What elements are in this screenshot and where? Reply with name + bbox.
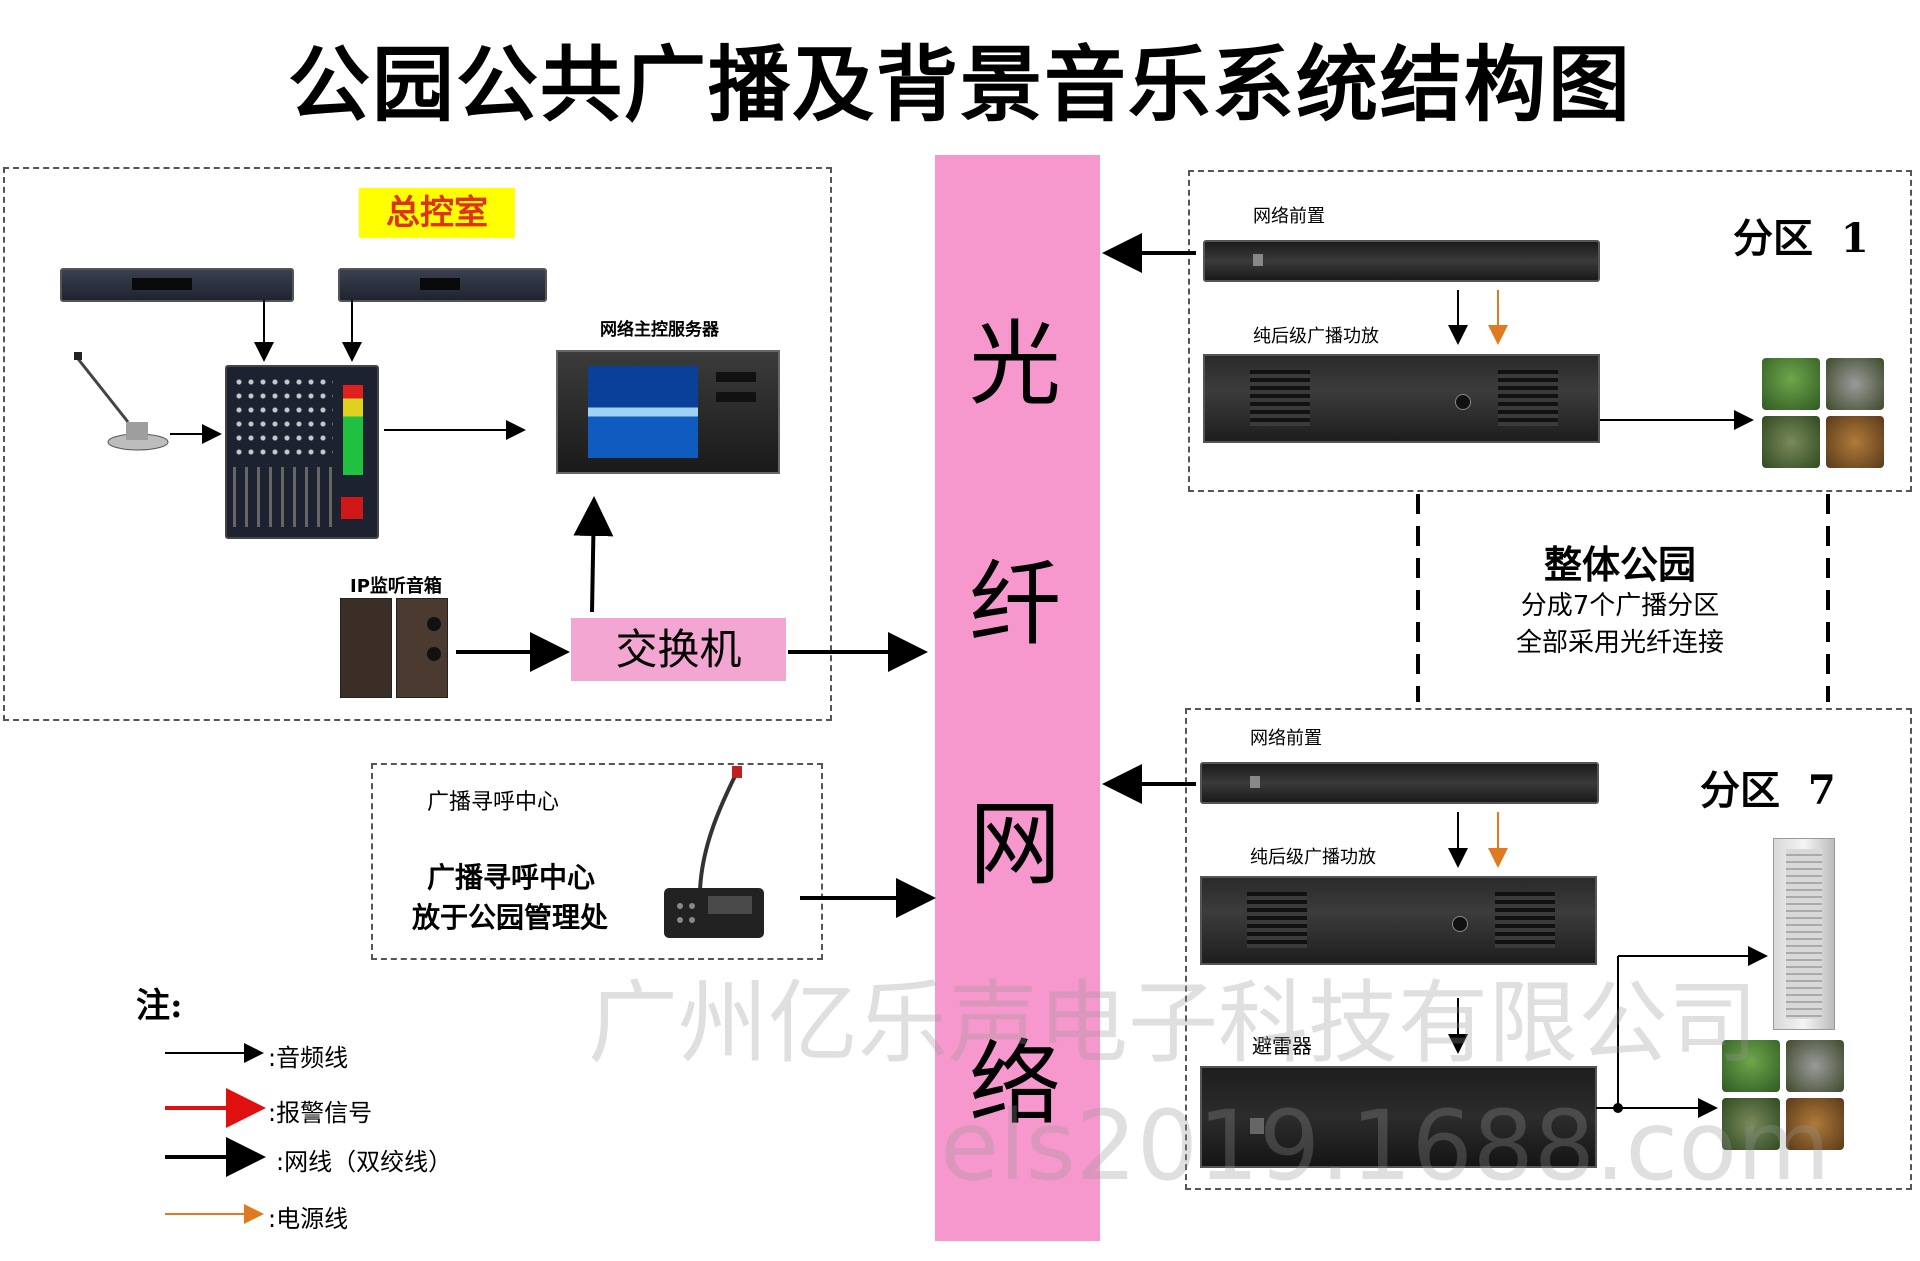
server-screen [588,366,698,458]
paging-center-line2: 放于公园管理处 [412,901,609,934]
amp-grille [1495,892,1555,948]
zone1-preamp-label: 网络前置 [1253,206,1325,227]
zone1-title: 分区 1 [1733,215,1869,262]
column-speaker-icon [1773,838,1835,1030]
mushroom-speaker [1722,1040,1780,1092]
zone1-amp-label: 纯后级广播功放 [1253,326,1379,347]
display-panel [420,278,460,290]
server-label: 网络主控服务器 [600,320,719,340]
zone7-amp-label: 纯后级广播功放 [1250,847,1376,868]
switch-box: 交换机 [571,618,786,681]
zone7-title: 分区 7 [1700,767,1836,814]
animal-speaker [1786,1040,1844,1092]
red-buttons [341,497,363,519]
speaker-left [340,598,392,698]
speaker-driver [427,647,441,661]
knob-rows [233,375,333,455]
amp-knob [1455,394,1471,410]
zone7-speakers-icon [1722,1040,1850,1152]
microphone-icon [70,352,170,452]
zone7-surge-protector-icon [1200,1066,1597,1168]
power-switch [1250,1118,1264,1134]
zone1-preamp-icon [1203,240,1600,282]
control-room-links [170,300,936,918]
animal-speaker [1826,358,1884,410]
fiber-network-band [935,155,1100,1241]
faders [233,467,333,527]
speaker-slots [1786,849,1822,1019]
park-summary-line2: 全部采用光纤连接 [1515,628,1724,658]
server-drive [716,392,756,402]
control-room-label: 总控室 [359,188,515,238]
park-summary-line1: 分成7个广播分区 [1520,591,1720,621]
page-title: 公园公共广播及背景音乐系统结构图 [287,38,1632,133]
legend-title: 注: [136,986,183,1026]
zone7-surge-label: 避雷器 [1252,1034,1312,1058]
zone7-preamp-icon [1200,762,1599,804]
zone1-box [1188,170,1912,492]
amp-grille [1250,370,1310,426]
audio-source-rack-2 [338,268,547,302]
zone7-amp-icon [1200,876,1597,965]
legend-lines [165,1043,266,1224]
zone1-speakers-icon [1762,358,1890,470]
zone1-links [1102,233,1754,430]
switch-to-server-line [573,496,614,613]
stump-speaker [1762,416,1820,468]
zone7-box [1185,708,1912,1190]
display-panel [132,278,192,290]
mushroom-speaker [1762,358,1820,410]
paging-center-label-top: 广播寻呼中心 [427,790,560,815]
ip-monitor-speaker-icon [340,598,450,698]
legend-label-alarm: :报警信号 [268,1099,373,1127]
control-room-box [3,167,832,721]
ip-monitor-label: IP监听音箱 [350,576,442,597]
fiber-char-2: 纤 [968,551,1061,658]
power-switch [1253,254,1263,266]
power-switch [1250,776,1260,788]
fiber-char-4: 络 [968,1031,1061,1138]
speaker-right [396,598,448,698]
server-icon [556,350,780,474]
rock-speaker [1826,416,1884,468]
paging-center-line1: 广播寻呼中心 [427,861,596,894]
amp-grille [1498,370,1558,426]
paging-microphone-icon [660,766,770,942]
zone-separators [1416,494,1830,702]
meter [343,385,363,475]
zone7-links [1102,764,1768,1118]
amp-knob [1452,916,1468,932]
server-drive [716,372,756,382]
park-summary-title: 整体公园 [1543,542,1696,587]
junction-dot [1613,1103,1623,1113]
speaker-driver [427,617,441,631]
fiber-char-3: 网 [968,791,1061,898]
legend-label-network: :网线（双绞线） [276,1148,453,1176]
amp-grille [1247,892,1307,948]
zone7-preamp-label: 网络前置 [1250,728,1322,749]
audio-source-rack-1 [60,268,294,302]
stump-speaker [1722,1098,1780,1150]
fiber-char-1: 光 [968,311,1061,418]
legend-label-audio: :音频线 [268,1044,349,1072]
zone1-amp-icon [1203,354,1600,443]
legend-label-power: :电源线 [268,1205,349,1233]
paging-center-box [371,763,823,960]
mixer-icon [225,365,379,539]
rock-speaker [1786,1098,1844,1150]
